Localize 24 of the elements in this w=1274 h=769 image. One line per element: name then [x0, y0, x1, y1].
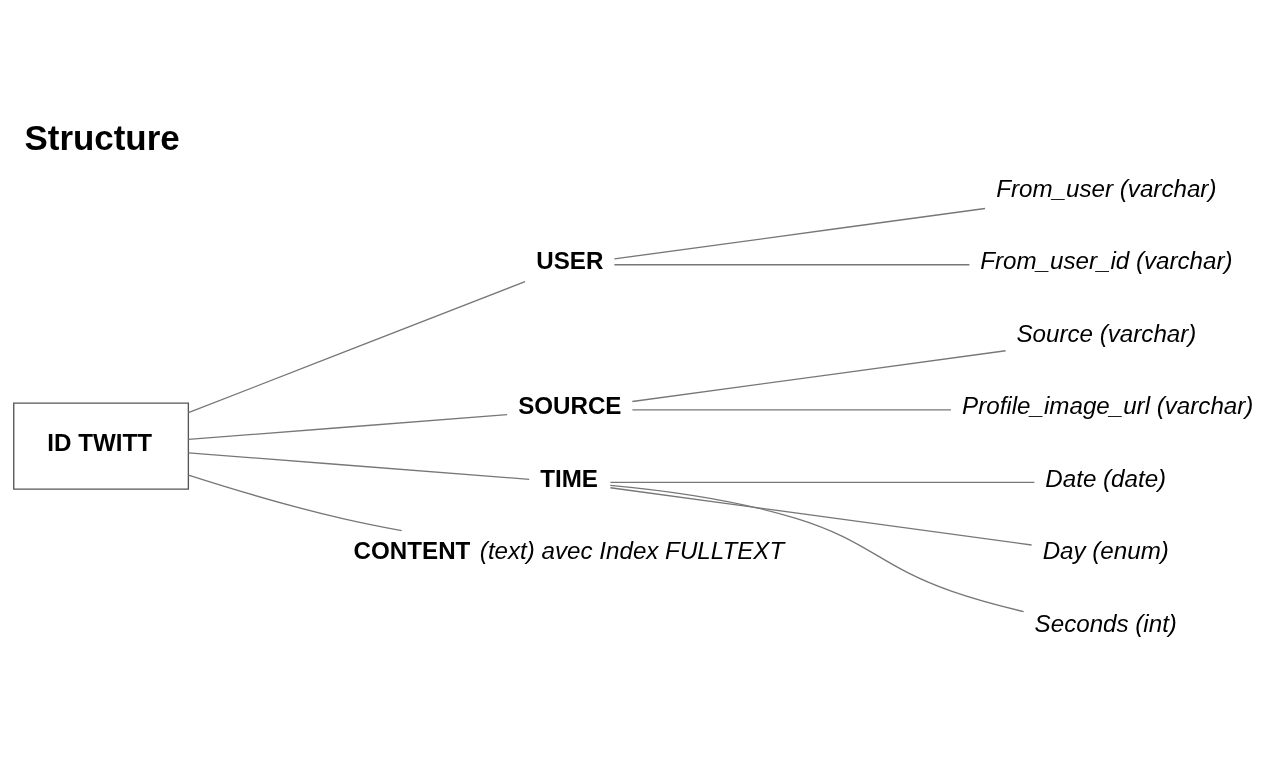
node-text: Day (enum) — [1042, 536, 1169, 564]
node-text: Seconds (int) — [1034, 609, 1177, 637]
node-text: Date (date) — [1045, 464, 1167, 492]
node-text: CONTENT (text) avec Index FULLTEXT — [353, 536, 785, 564]
connector — [609, 481, 1035, 483]
connector — [631, 408, 952, 411]
node-box: ID TWITT — [13, 401, 190, 490]
node-text: From_user_id (varchar) — [980, 246, 1233, 274]
node-text: From_user (varchar) — [996, 174, 1217, 202]
connector — [613, 263, 971, 265]
connector — [631, 349, 1007, 402]
node-text: USER — [536, 246, 604, 274]
node-text: Profile_image_url (varchar) — [962, 391, 1254, 419]
node-text: Source (varchar) — [1016, 319, 1197, 347]
connector — [187, 473, 403, 531]
diagram-title: Structure — [24, 117, 180, 157]
connector — [613, 207, 986, 260]
node-text: SOURCE — [518, 391, 622, 419]
node-text: TIME — [540, 464, 598, 492]
connector — [187, 451, 530, 480]
connector — [609, 486, 1033, 546]
connector — [609, 484, 1025, 612]
connector — [187, 413, 508, 440]
connector — [187, 280, 526, 413]
